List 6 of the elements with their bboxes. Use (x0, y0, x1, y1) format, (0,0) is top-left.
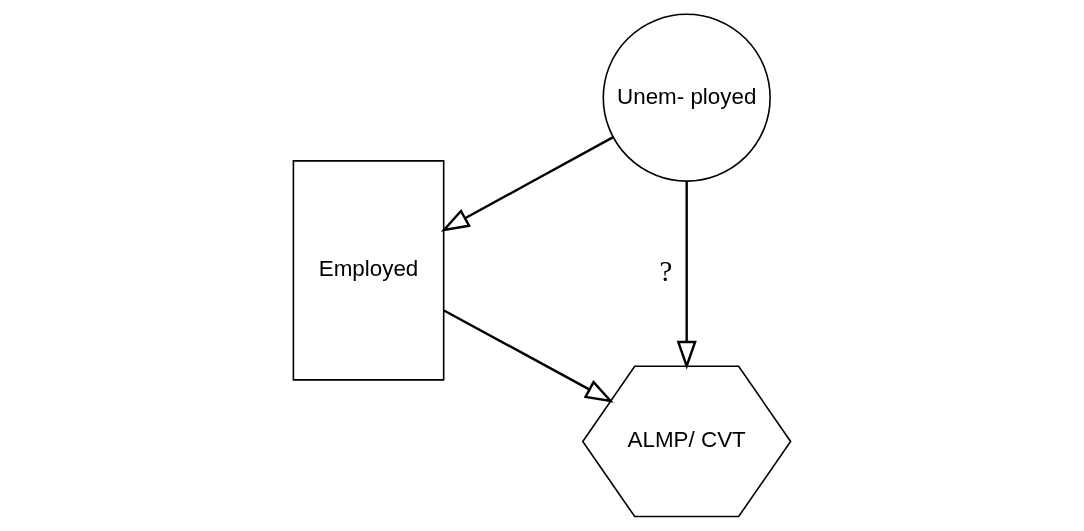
node-circle: Unem- ployed (602, 13, 771, 182)
arrow (440, 136, 614, 232)
node-box: Employed (292, 160, 445, 381)
arrow (676, 181, 697, 370)
edge-label: ? (659, 254, 673, 287)
arrow (443, 309, 614, 403)
